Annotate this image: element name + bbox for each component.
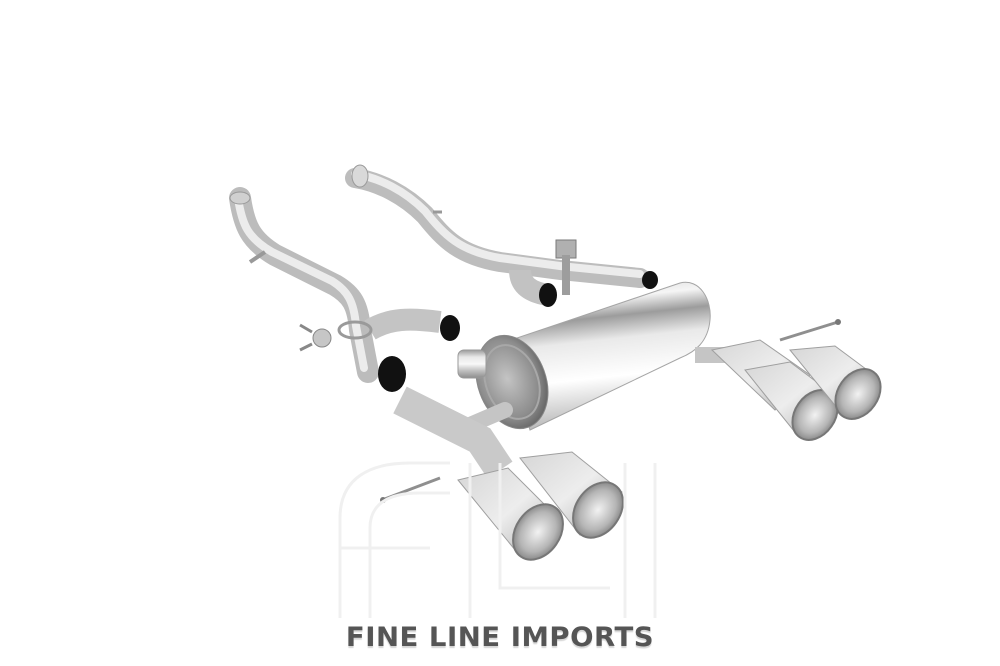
- fli-watermark-logo: [338, 461, 657, 618]
- rear-mid-pipe: [345, 164, 658, 307]
- rear-muffler: [457, 281, 735, 433]
- right-tailpipe-assembly: [710, 319, 882, 441]
- front-mid-pipe: [229, 187, 460, 392]
- brand-logo-text: FINE LINE IMPORTS: [345, 622, 655, 653]
- left-tailpipe-assembly: [380, 386, 624, 561]
